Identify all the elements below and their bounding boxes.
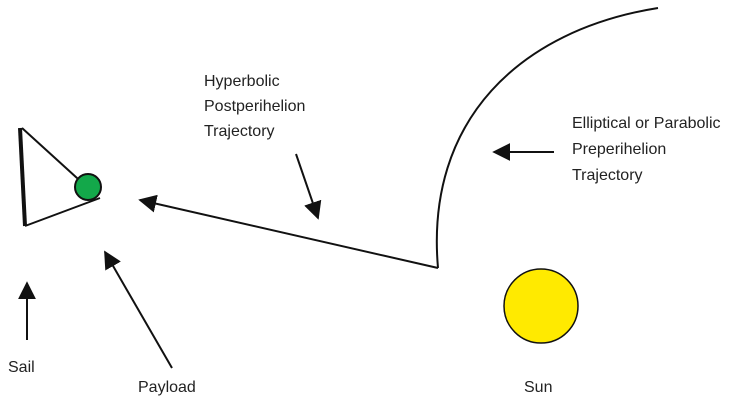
hyperbolic-pointer-arrow	[295, 153, 322, 220]
sail-rigging-top	[21, 127, 89, 189]
sun-circle	[503, 268, 579, 344]
postperihelion-trajectory-line	[138, 194, 439, 269]
elliptical-label: Elliptical or Parabolic Preperihelion Tr…	[572, 115, 725, 184]
elliptical-label-line-1: Elliptical or Parabolic	[572, 115, 721, 132]
sail-sheet	[18, 127, 27, 227]
payload-label: Payload	[138, 379, 196, 396]
sail-label: Sail	[8, 359, 35, 376]
sail	[18, 127, 101, 227]
payload-pointer-arrow	[104, 250, 173, 369]
sun-label: Sun	[524, 379, 552, 396]
hyperbolic-label-line-2: Postperihelion	[204, 98, 305, 115]
hyperbolic-label-line-1: Hyperbolic	[204, 73, 280, 90]
payload-circle	[74, 173, 102, 201]
preperihelion-trajectory-curve	[435, 7, 659, 269]
elliptical-label-line-2: Preperihelion	[572, 141, 666, 158]
elliptical-label-line-3: Trajectory	[572, 167, 643, 184]
sail-rigging-bottom	[24, 197, 101, 227]
hyperbolic-label-line-3: Trajectory	[204, 123, 275, 140]
hyperbolic-label: Hyperbolic Postperihelion Trajectory	[204, 73, 310, 140]
